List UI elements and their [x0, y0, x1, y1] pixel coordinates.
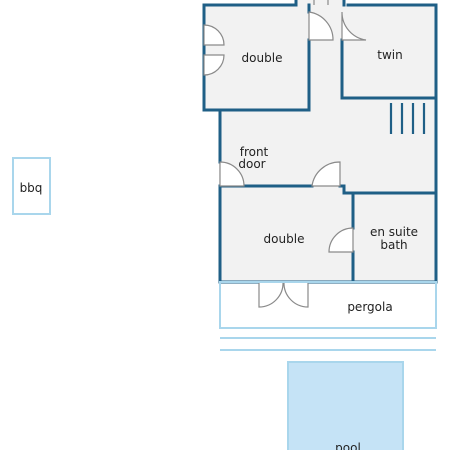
door-double-bottom — [311, 161, 341, 187]
label-bbq: bbq — [20, 181, 43, 195]
stairs — [389, 103, 426, 134]
label-double-top: double — [242, 51, 283, 65]
wall-corridor-top — [294, 0, 346, 7]
room-en-suite-floor — [353, 194, 436, 282]
label-front-door-2: door — [238, 157, 265, 171]
pool-shape — [287, 361, 404, 450]
label-en-suite-2: bath — [380, 238, 407, 252]
label-pergola: pergola — [347, 300, 392, 314]
wall-double-top — [202, 3, 311, 112]
label-en-suite-1: en suite — [370, 225, 418, 239]
label-pool: pool — [335, 441, 361, 450]
door-twin — [341, 11, 367, 41]
wall-twin-inner — [340, 38, 438, 100]
door-en-suite — [328, 227, 354, 253]
door-double-top-left — [203, 24, 225, 76]
door-pergola-double — [258, 281, 309, 308]
door-front — [219, 161, 245, 187]
label-double-bottom: double — [264, 232, 305, 246]
pergola-outline — [219, 281, 437, 329]
label-front-door-1: front — [240, 145, 269, 159]
bbq-outline — [12, 157, 51, 215]
room-double-bottom-floor — [221, 186, 353, 282]
label-twin: twin — [377, 48, 402, 62]
room-twin-floor — [342, 5, 436, 98]
door-double-top-right — [308, 11, 334, 41]
door-corridor-top — [313, 0, 329, 5]
